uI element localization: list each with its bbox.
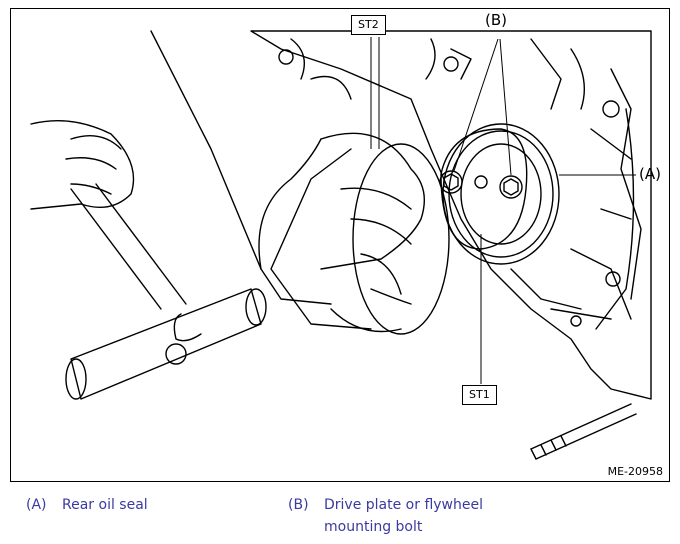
hammer-head (65, 288, 267, 400)
illustration-frame: ST2 ST1 (B) (A) ME-20958 (10, 8, 670, 482)
seal-installer-st2 (352, 143, 450, 335)
callout-a: (A) (639, 165, 661, 183)
left-hand (30, 120, 135, 210)
right-arm (150, 30, 332, 305)
mounting-bolt-right (499, 175, 523, 199)
legend-text-a: Rear oil seal (62, 497, 148, 513)
engine-block (250, 30, 652, 400)
legend-text-b-line2: mounting bolt (324, 519, 423, 535)
callout-b: (B) (485, 11, 507, 29)
callout-st2: ST2 (351, 15, 386, 35)
guide-tool-st1 (530, 403, 637, 460)
callout-st1: ST1 (462, 385, 497, 405)
legend-key-a: (A) (26, 497, 47, 513)
figure-id: ME-20958 (607, 465, 663, 478)
tool-handle (70, 183, 187, 310)
drive-plate (440, 128, 528, 250)
legend-key-b: (B) (288, 497, 309, 513)
legend-item-a: (A) Rear oil seal (26, 494, 148, 516)
mounting-bolt-left (439, 170, 463, 194)
legend-text-b: Drive plate or flywheel mounting bolt (324, 494, 483, 538)
technical-illustration (30, 30, 652, 460)
legend-item-b: (B) Drive plate or flywheel mounting bolt (288, 494, 483, 538)
legend-text-b-line1: Drive plate or flywheel (324, 497, 483, 513)
